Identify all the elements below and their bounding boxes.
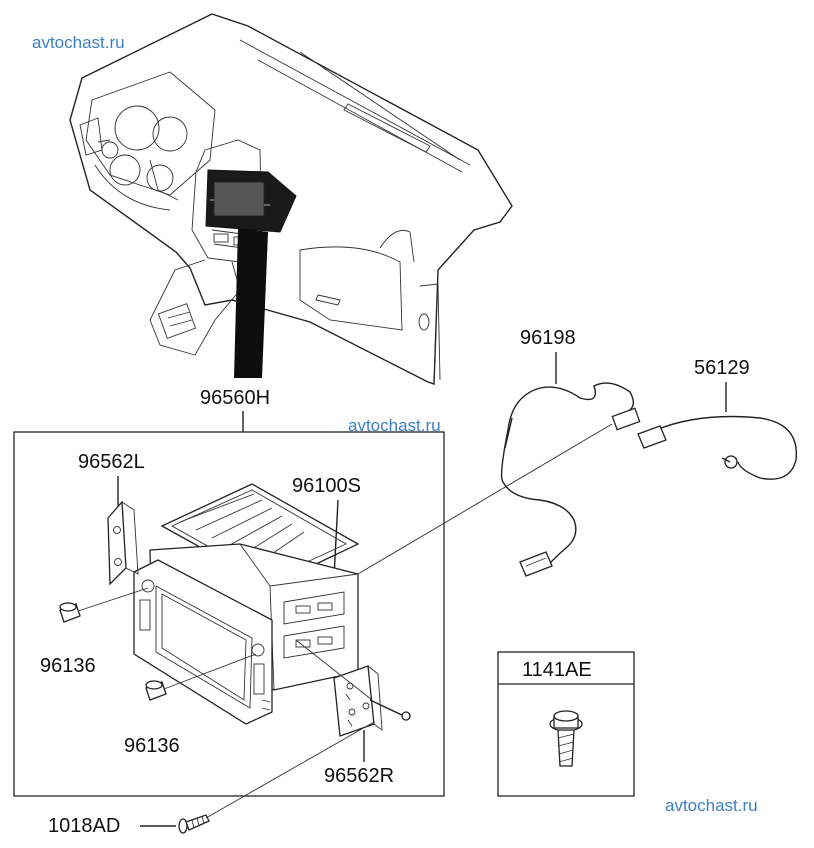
knob-upper-part (59, 602, 81, 623)
dashboard-illustration (69, 13, 513, 385)
inset-title: 1141AE (522, 659, 592, 681)
knob-lower-part (145, 680, 167, 701)
label-56129: 56129 (694, 357, 750, 379)
leader-screw-to-bracket (205, 721, 375, 819)
antenna-cable-56129-part (637, 415, 798, 480)
watermark-center: avtochast.ru (348, 416, 441, 435)
label-1018AD: 1018AD (48, 815, 120, 837)
small-screw-part (369, 699, 411, 721)
label-96198: 96198 (520, 327, 576, 349)
leader-knob-upper (77, 587, 149, 612)
label-96560H: 96560H (200, 387, 270, 409)
leader-96100S (333, 499, 339, 579)
watermark-bottom-right: avtochast.ru (665, 796, 758, 815)
bracket-right-part (333, 665, 383, 737)
leader-harness-to-unit (357, 423, 613, 575)
bracket-left-part (107, 500, 139, 586)
leader-unit-to-slot (295, 639, 373, 701)
head-unit-part (133, 543, 359, 725)
screw-1018AD-part (178, 814, 210, 834)
watermark-top-left: avtochast.ru (32, 33, 125, 52)
label-96562L: 96562L (78, 451, 145, 473)
label-96100S: 96100S (292, 475, 361, 497)
label-96136-lower: 96136 (124, 735, 180, 757)
label-96562R: 96562R (324, 765, 394, 787)
callout-wedge (234, 228, 268, 378)
bolt-1141AE-part (549, 710, 583, 767)
label-96136-upper: 96136 (40, 655, 96, 677)
harness-96198-part (500, 382, 641, 577)
leader-knob-lower (163, 653, 257, 690)
inset-1141AE: 1141AE (497, 651, 635, 797)
assembly-box (13, 431, 445, 797)
